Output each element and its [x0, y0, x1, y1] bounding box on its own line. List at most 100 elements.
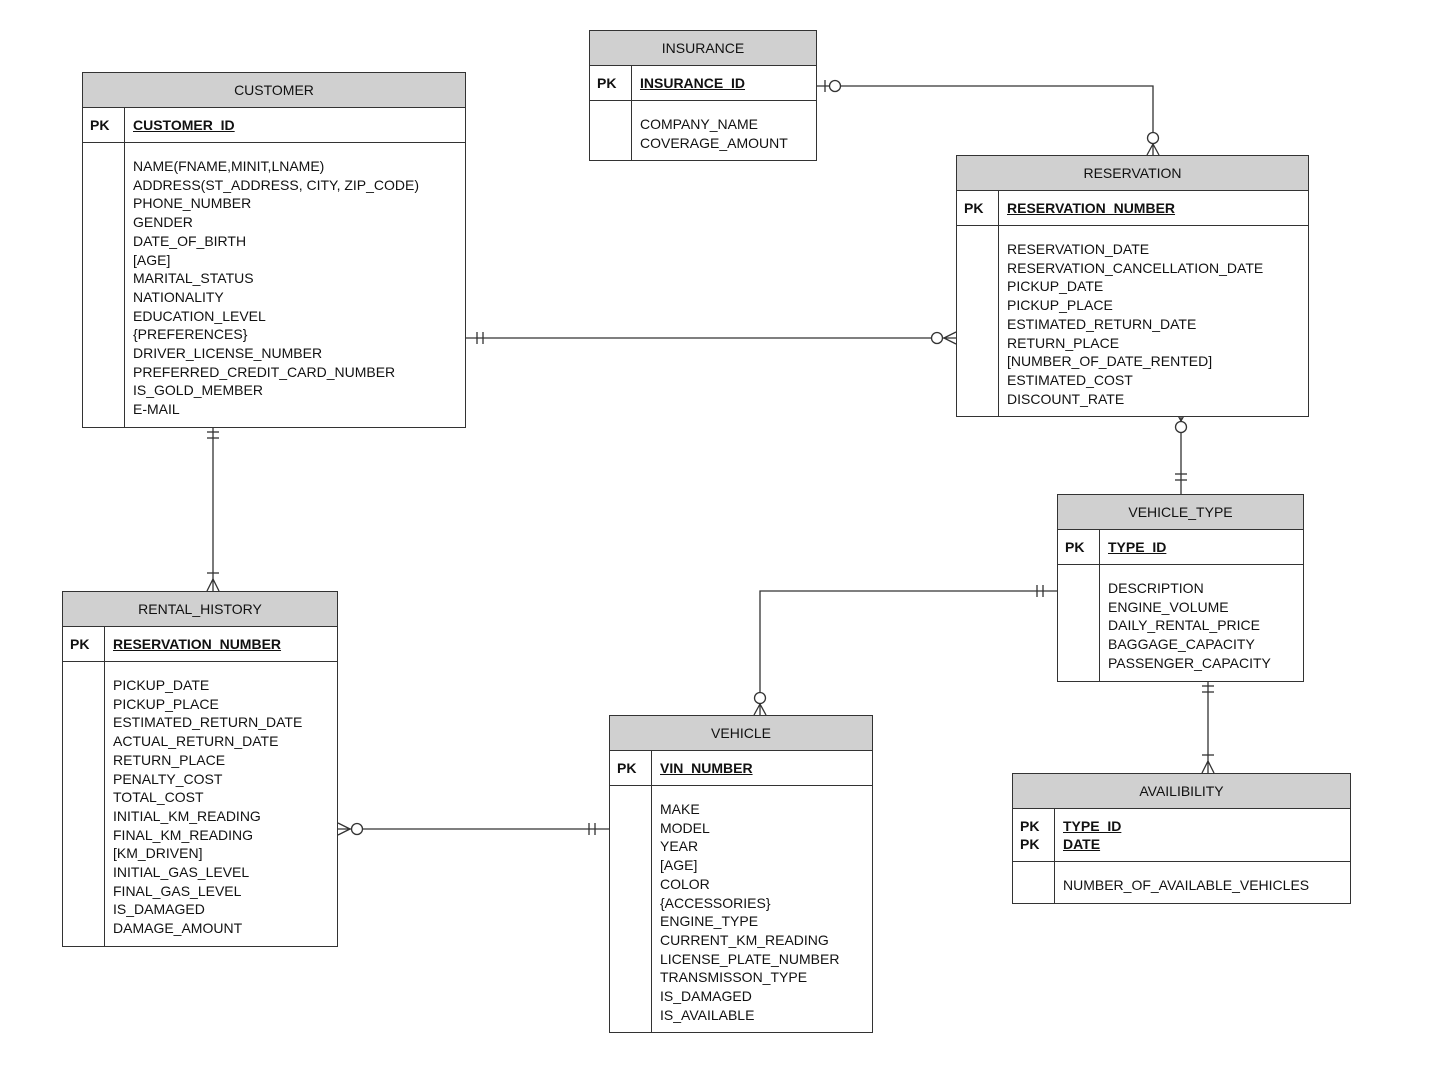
attribute: DRIVER_LICENSE_NUMBER [133, 345, 323, 362]
primary-key-fields: VIN_NUMBER [652, 751, 872, 785]
attribute: [KM_DRIVEN] [113, 845, 203, 862]
cardinality-circle [930, 331, 944, 345]
pk-label-column: PK [610, 751, 652, 785]
attribute-label-column [1013, 862, 1055, 903]
attribute: ENGINE_TYPE [660, 913, 759, 930]
cardinality-circle [753, 691, 767, 705]
crows-foot [753, 703, 761, 716]
pk-label: PK [1065, 539, 1085, 555]
crows-foot [759, 703, 767, 716]
entity-title: AVAILIBILITY [1013, 774, 1350, 809]
attribute: IS_DAMAGED [660, 988, 752, 1005]
crows-foot [337, 822, 351, 830]
cardinality-circle [350, 822, 364, 836]
crows-foot [337, 828, 351, 836]
pk-label-column: PK PK [1013, 809, 1055, 861]
primary-key-fields: RESERVATION_NUMBER [999, 191, 1308, 225]
attribute: PICKUP_DATE [113, 677, 210, 693]
attribute: INITIAL_KM_READING [113, 807, 261, 824]
attribute: ACTUAL_RETURN_DATE [113, 733, 279, 750]
pk-label: PK [1020, 818, 1040, 834]
attribute: PHONE_NUMBER [133, 195, 252, 212]
pk-label-column: PK [83, 108, 125, 142]
primary-key-field: INSURANCE_ID [640, 75, 746, 91]
attribute: DAMAGE_AMOUNT [113, 920, 243, 937]
attribute: DESCRIPTION [1108, 580, 1204, 596]
attribute: IS_GOLD_MEMBER [133, 382, 263, 399]
vehicle-type-vehicle-link [759, 590, 1057, 715]
attribute: MARITAL_STATUS [133, 270, 254, 287]
primary-key-field: DATE [1063, 836, 1101, 852]
attribute: NATIONALITY [133, 288, 224, 305]
crows-foot [943, 337, 957, 345]
cardinality-circle [1174, 420, 1188, 434]
pk-label: PK [617, 760, 637, 776]
attribute: PASSENGER_CAPACITY [1108, 654, 1271, 671]
attribute-label-column [590, 101, 632, 161]
entity-title: VEHICLE_TYPE [1058, 495, 1303, 530]
pk-label: PK [964, 200, 984, 216]
attribute: TOTAL_COST [113, 789, 204, 806]
attribute: RETURN_PLACE [113, 751, 226, 768]
attribute: COMPANY_NAME [640, 116, 758, 132]
pk-label-column: PK [1058, 530, 1100, 564]
pk-label: PK [70, 636, 90, 652]
attribute: DISCOUNT_RATE [1007, 390, 1125, 407]
attribute: TRANSMISSON_TYPE [660, 969, 808, 986]
crows-foot [206, 578, 214, 592]
attribute-list: COMPANY_NAME COVERAGE_AMOUNT [632, 101, 816, 160]
attribute: GENDER [133, 214, 193, 231]
pk-label: PK [90, 117, 110, 133]
pk-label: PK [1020, 836, 1040, 852]
attribute: ESTIMATED_RETURN_DATE [1007, 315, 1197, 332]
primary-key-field: VIN_NUMBER [660, 760, 753, 776]
pk-label-column: PK [590, 66, 632, 100]
attribute: NAME(FNAME,MINIT,LNAME) [133, 158, 325, 174]
attribute-label-column [83, 143, 125, 427]
attribute-label-column [63, 662, 105, 946]
entity-title: VEHICLE [610, 716, 872, 751]
attribute: COVERAGE_AMOUNT [640, 134, 788, 151]
primary-key-fields: RESERVATION_NUMBER [105, 627, 337, 661]
cardinality-circle [828, 79, 842, 93]
attribute: LICENSE_PLATE_NUMBER [660, 950, 840, 967]
crows-foot [1207, 760, 1215, 774]
crows-foot [212, 578, 220, 592]
attribute: [AGE] [133, 251, 171, 268]
cardinality-circle [1146, 131, 1160, 145]
attribute: E-MAIL [133, 401, 180, 418]
primary-key-field: TYPE_ID [1063, 818, 1122, 834]
attribute: ESTIMATED_COST [1007, 371, 1133, 388]
rental-history-entity[interactable]: RENTAL_HISTORY PK RESERVATION_NUMBER PICK… [62, 591, 338, 947]
primary-key-fields: TYPE_ID DATE [1055, 809, 1350, 861]
attribute: PICKUP_DATE [1007, 278, 1104, 295]
pk-label-column: PK [63, 627, 105, 661]
attribute: PREFERRED_CREDIT_CARD_NUMBER [133, 363, 396, 380]
attribute: {PREFERENCES} [133, 326, 248, 343]
attribute: EDUCATION_LEVEL [133, 307, 266, 324]
attribute: ADDRESS(ST_ADDRESS, CITY, ZIP_CODE) [133, 176, 420, 193]
attribute: PICKUP_PLACE [1007, 297, 1113, 314]
attribute: {ACCESSORIES} [660, 894, 771, 911]
attribute: PICKUP_PLACE [113, 695, 219, 712]
primary-key-fields: TYPE_ID [1100, 530, 1303, 564]
crows-foot [1201, 760, 1209, 774]
attribute: FINAL_KM_READING [113, 826, 254, 843]
primary-key-fields: INSURANCE_ID [632, 66, 816, 100]
primary-key-field: CUSTOMER_ID [133, 117, 235, 133]
attribute: RESERVATION_CANCELLATION_DATE [1007, 259, 1264, 276]
primary-key-fields: CUSTOMER_ID [125, 108, 465, 142]
attribute-label-column [1058, 565, 1100, 681]
attribute: PENALTY_COST [113, 770, 223, 787]
entity-title: RENTAL_HISTORY [63, 592, 337, 627]
